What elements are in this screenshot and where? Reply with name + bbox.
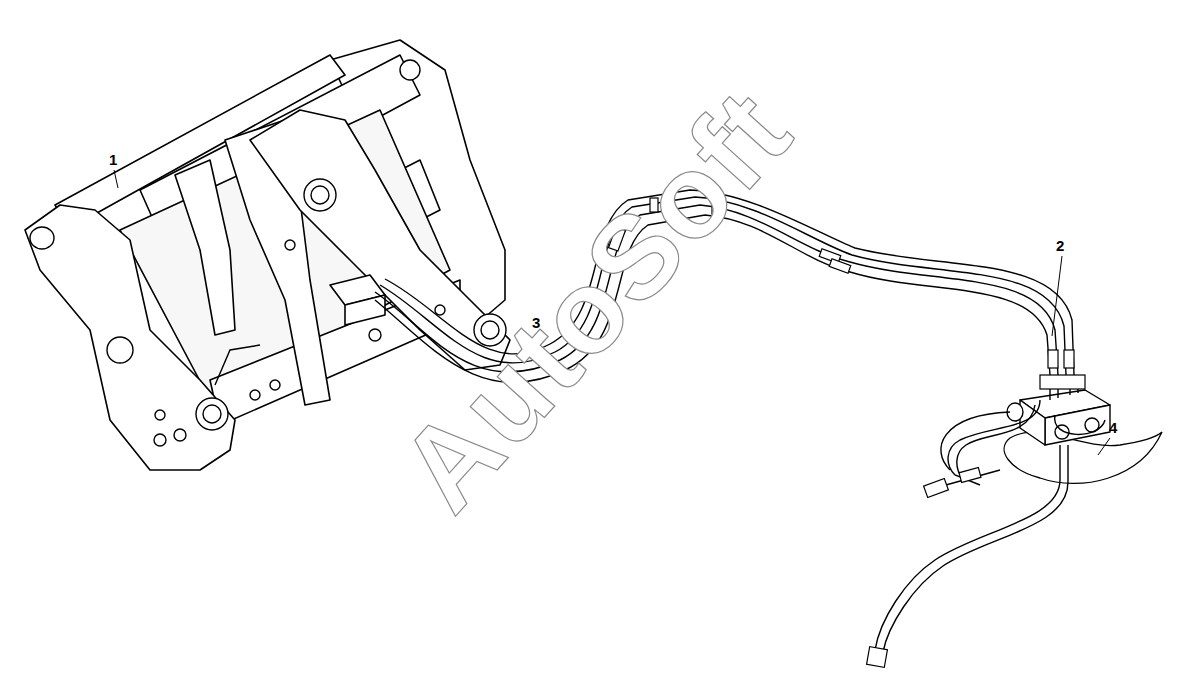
callout-number: 2 [1056,238,1064,253]
callout-number: 4 [1109,420,1117,435]
callout-number: 1 [109,152,117,167]
